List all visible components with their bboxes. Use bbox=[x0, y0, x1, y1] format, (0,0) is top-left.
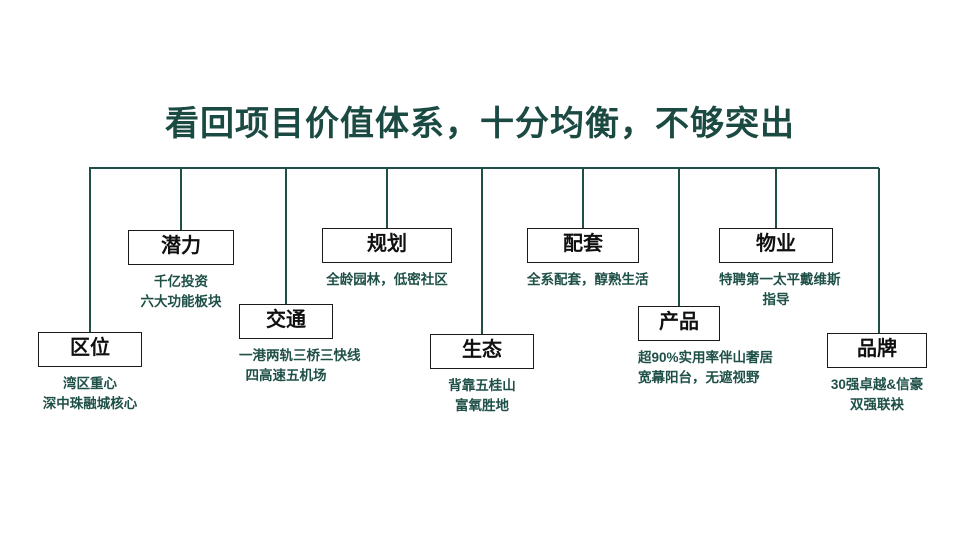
node-ecology[interactable]: 生态背靠五桂山富氧胜地 bbox=[430, 334, 534, 415]
node-desc-line: 千亿投资 bbox=[154, 274, 208, 289]
node-desc-line: 特聘第一太平戴维斯 bbox=[719, 272, 841, 287]
node-desc-line: 一港两轨三桥三快线 bbox=[239, 348, 361, 363]
node-desc-line: 四高速五机场 bbox=[245, 367, 327, 383]
node-desc-line: 超90%实用率伴山奢居 bbox=[638, 350, 774, 365]
node-desc-line: 全龄园林，低密社区 bbox=[326, 272, 448, 287]
node-desc-property: 特聘第一太平戴维斯指导 bbox=[719, 270, 841, 309]
node-brand[interactable]: 品牌 30强卓越&信豪双强联袂 bbox=[827, 333, 927, 414]
node-label-planning[interactable]: 规划 bbox=[322, 228, 452, 263]
node-desc-brand: 30强卓越&信豪双强联袂 bbox=[827, 375, 927, 414]
node-desc-line: 湾区重心 bbox=[63, 376, 117, 391]
node-desc-location: 湾区重心深中珠融城核心 bbox=[38, 374, 142, 413]
page-title: 看回项目价值体系，十分均衡，不够突出 bbox=[165, 105, 795, 143]
node-desc-potential: 千亿投资六大功能板块 bbox=[128, 272, 234, 311]
node-product[interactable]: 产品超90%实用率伴山奢居宽幕阳台，无遮视野 bbox=[638, 306, 774, 387]
node-planning[interactable]: 规划全龄园林，低密社区 bbox=[322, 228, 452, 290]
connector-stem-property bbox=[775, 168, 777, 228]
node-label-property[interactable]: 物业 bbox=[719, 228, 833, 263]
node-desc-line: 指导 bbox=[762, 291, 790, 307]
node-desc-line: 双强联袂 bbox=[850, 396, 904, 412]
node-desc-line: 六大功能板块 bbox=[140, 293, 222, 309]
node-desc-line: 宽幕阳台，无遮视野 bbox=[638, 369, 760, 385]
node-desc-line: 全系配套，醇熟生活 bbox=[527, 272, 649, 287]
node-desc-transport: 一港两轨三桥三快线四高速五机场 bbox=[239, 346, 361, 385]
bus-connector-line bbox=[89, 167, 879, 169]
node-location[interactable]: 区位湾区重心深中珠融城核心 bbox=[38, 332, 142, 413]
node-desc-amenities: 全系配套，醇熟生活 bbox=[527, 270, 649, 290]
node-label-transport[interactable]: 交通 bbox=[239, 304, 333, 339]
node-label-ecology[interactable]: 生态 bbox=[430, 334, 534, 369]
node-desc-line: 30强卓越&信豪 bbox=[830, 377, 924, 392]
connector-stem-transport bbox=[285, 168, 287, 304]
node-desc-line: 富氧胜地 bbox=[455, 397, 509, 413]
node-property[interactable]: 物业特聘第一太平戴维斯指导 bbox=[719, 228, 841, 309]
node-desc-product: 超90%实用率伴山奢居宽幕阳台，无遮视野 bbox=[638, 348, 774, 387]
node-desc-planning: 全龄园林，低密社区 bbox=[322, 270, 452, 290]
connector-stem-location bbox=[89, 168, 91, 332]
node-amenities[interactable]: 配套全系配套，醇熟生活 bbox=[527, 228, 649, 290]
node-label-brand[interactable]: 品牌 bbox=[827, 333, 927, 368]
node-label-potential[interactable]: 潜力 bbox=[128, 230, 234, 265]
node-label-product[interactable]: 产品 bbox=[638, 306, 720, 341]
connector-stem-brand bbox=[878, 168, 880, 333]
node-transport[interactable]: 交通一港两轨三桥三快线四高速五机场 bbox=[239, 304, 361, 385]
connector-stem-amenities bbox=[582, 168, 584, 228]
node-desc-ecology: 背靠五桂山富氧胜地 bbox=[430, 376, 534, 415]
node-label-amenities[interactable]: 配套 bbox=[527, 228, 639, 263]
node-label-location[interactable]: 区位 bbox=[38, 332, 142, 367]
connector-stem-planning bbox=[386, 168, 388, 228]
node-desc-line: 深中珠融城核心 bbox=[42, 395, 138, 411]
node-desc-line: 背靠五桂山 bbox=[448, 378, 516, 393]
connector-stem-potential bbox=[180, 168, 182, 230]
node-potential[interactable]: 潜力千亿投资六大功能板块 bbox=[128, 230, 234, 311]
connector-stem-ecology bbox=[481, 168, 483, 334]
connector-stem-product bbox=[678, 168, 680, 306]
